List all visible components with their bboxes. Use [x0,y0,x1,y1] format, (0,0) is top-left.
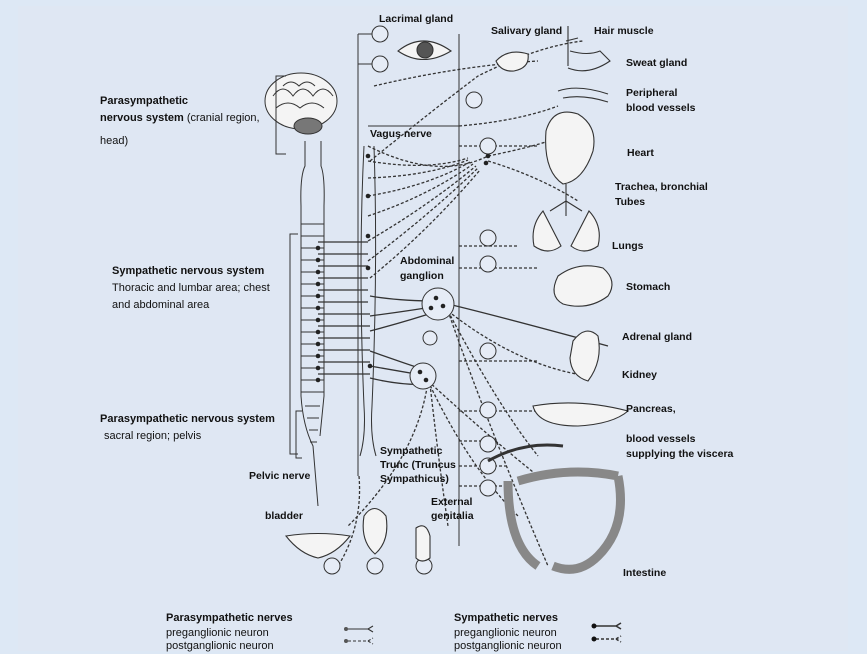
sympathetic-legend: Sympathetic nerves preganglionic neuron … [454,610,562,653]
lacrimal-gland-label: Lacrimal gland [379,12,453,26]
sweat-gland-label: Sweat gland [626,56,687,70]
thoracic-title: Sympathetic nervous system [112,263,270,280]
parasympathetic-legend: Parasympathetic nerves preganglionic neu… [166,610,293,653]
thoracic-line-2: and abdominal area [112,297,270,314]
viscera-vessels-label-2: supplying the viscera [626,447,733,461]
sacral-line-1: sacral region; pelvis [100,428,275,445]
cranial-rest-1: (cranial region, [184,112,260,124]
lungs [533,211,599,251]
thoracic-region-description: Sympathetic nervous system Thoracic and … [112,263,270,314]
spinal-cord [301,141,324,506]
abdominal-ganglion-label-1: Abdominal [400,254,454,268]
lungs-label: Lungs [612,239,644,253]
sympathetic-legend-title: Sympathetic nerves [454,610,562,627]
parasympathetic-legend-title: Parasympathetic nerves [166,610,293,627]
sacral-title: Parasympathetic nervous system [100,411,275,428]
heart-label: Heart [627,146,654,160]
sacral-bracket [296,411,302,458]
sympathetic-legend-pre: preganglionic neuron [454,627,562,640]
trachea-label-2: Tubes [615,195,645,209]
abdominal-ganglion-label-2: ganglion [400,269,444,283]
bladder [286,534,350,559]
autonomic-nervous-system-figure: Lacrimal gland Salivary gland Hair muscl… [18,6,848,651]
heart [546,112,594,184]
cranial-rest-2: head) [100,133,260,150]
pancreas [533,403,628,426]
organs [286,26,628,569]
viscera-vessels-label-1: blood vessels [626,432,695,446]
intestine-label: Intestine [623,566,666,580]
peripheral-vessels [558,88,608,102]
sympathetic-trunc-label-3: Sympathicus) [380,472,449,486]
hair-muscle-label: Hair muscle [594,24,654,38]
external-genitalia-label-1: External [431,495,472,509]
parasympathetic-legend-pre: preganglionic neuron [166,627,293,640]
peripheral-vessels-label-2: blood vessels [626,101,695,115]
adrenal-gland-label: Adrenal gland [622,330,692,344]
sympathetic-chain [360,146,376,456]
intestine [508,472,621,569]
cranial-title-1: Parasympathetic [100,95,188,107]
eye [398,41,451,60]
bladder-label: bladder [265,509,303,523]
cranial-title-2: nervous system [100,112,184,124]
salivary-gland-label: Salivary gland [491,24,562,38]
pelvic-nerve-label: Pelvic nerve [249,469,310,483]
sympathetic-legend-post: postganglionic neuron [454,640,562,653]
vagus-nerve-label: Vagus nerve [370,127,432,141]
parasympathetic-legend-post: postganglionic neuron [166,640,293,653]
sympathetic-trunc-label-2: Trunc (Truncus [380,458,456,472]
sympathetic-trunc-label-1: Sympathetic [380,444,442,458]
sacral-region-description: Parasympathetic nervous system sacral re… [100,411,275,445]
external-genitalia [416,526,430,561]
pancreas-label: Pancreas, [626,402,676,416]
stomach-label: Stomach [626,280,670,294]
thoracic-line-1: Thoracic and lumbar area; chest [112,280,270,297]
salivary-gland [496,52,528,71]
kidney-label: Kidney [622,368,657,382]
trachea-label-1: Trachea, bronchial [615,180,708,194]
cranial-region-description: Parasympathetic nervous system (cranial … [100,93,260,150]
peripheral-vessels-label-1: Peripheral [626,86,677,100]
thoracic-bracket [290,234,298,454]
external-genitalia-label-2: genitalia [431,509,474,523]
stomach [554,266,612,306]
uterus [363,509,387,555]
